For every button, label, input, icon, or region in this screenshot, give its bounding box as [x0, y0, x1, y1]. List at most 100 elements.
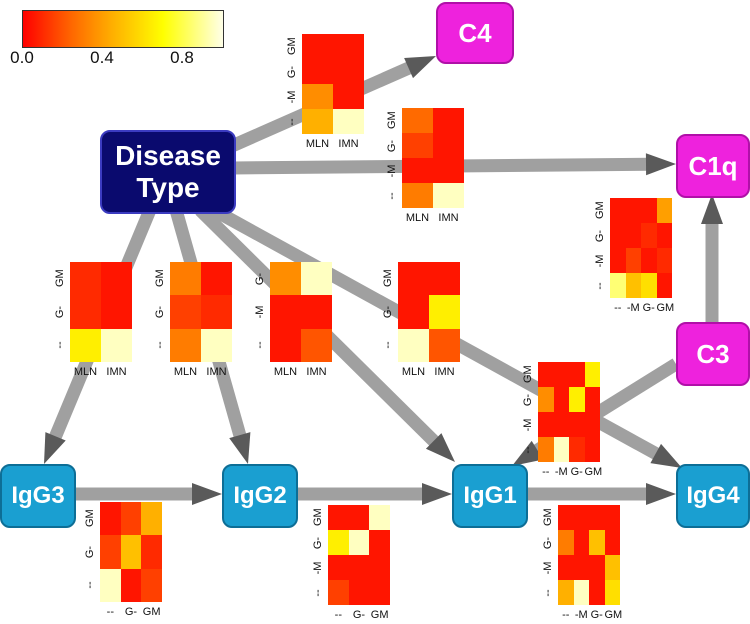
heatmap-col-label: MLN	[405, 212, 430, 224]
edge-c3-c1q-arrowhead	[701, 194, 723, 224]
heatmap-cell-r3-c0	[302, 109, 333, 134]
node-igg2-label: IgG2	[233, 482, 287, 509]
heatmap-cell-r1-c2	[641, 223, 657, 248]
heatmap-cell-r0-c1	[101, 262, 132, 296]
heatmap-row-label: --	[386, 191, 398, 200]
heatmap-row-label: -M	[542, 561, 554, 574]
heatmap-row-label: GM	[386, 110, 398, 129]
heatmap-cell-r3-c0	[558, 580, 574, 605]
heatmap-row-label: --	[594, 281, 606, 290]
heatmap-row-label: --	[286, 117, 298, 126]
heatmap-cell-r2-c0	[538, 412, 554, 437]
heatmap-row-label: --	[254, 341, 266, 349]
heatmap-row-label: G-	[254, 272, 266, 285]
heatmap-cell-r1-c0	[398, 295, 429, 329]
heatmap-cell-r0-c0	[558, 505, 574, 530]
node-igg1[interactable]: IgG1	[452, 464, 528, 528]
heatmap-row-label: GM	[54, 268, 66, 287]
node-c3-label: C3	[696, 338, 730, 369]
heatmap-cell-r0-c0	[398, 262, 429, 296]
heatmap-row-label: G-	[382, 305, 394, 319]
node-igg4[interactable]: IgG4	[676, 464, 750, 528]
heatmap-cell-r1-c1	[433, 133, 464, 158]
heatmap-grid	[538, 362, 600, 462]
heatmap-cell-r2-c3	[584, 412, 600, 437]
heatmap-cell-r2-c2	[641, 248, 657, 273]
heatmap-cell-r3-c0	[538, 437, 554, 462]
heatmap-col-label: --	[562, 609, 570, 621]
node-disease-type[interactable]: Disease Type	[100, 130, 236, 214]
node-c1q[interactable]: C1q	[676, 134, 750, 198]
heatmap-row-label: G-	[386, 139, 398, 152]
heatmap-cell-r1-c1	[101, 295, 132, 329]
heatmap-row-label: G-	[286, 65, 298, 78]
heatmap-cell-r2-c2	[589, 555, 605, 580]
heatmap-cell-r0-c1	[573, 505, 589, 530]
heatmap-cell-r0-c0	[538, 362, 554, 387]
heatmap-cell-r0-c1	[120, 502, 142, 536]
heatmap-col-label: MLN	[273, 366, 298, 378]
heatmap-cell-r2-c0	[100, 568, 121, 602]
heatmap-cell-r3-c1	[625, 273, 641, 298]
heatmap-cell-r1-c0	[70, 295, 101, 329]
heatmap-grid	[402, 108, 464, 208]
heatmap-cell-r3-c0	[328, 580, 349, 605]
heatmap-row-label: G-	[312, 536, 324, 549]
node-igg2[interactable]: IgG2	[222, 464, 298, 528]
edge-disease-c1q-arrowhead	[645, 153, 676, 176]
heatmap-cell-r2-c0	[610, 248, 626, 273]
heatmap-cell-r1-c1	[120, 535, 142, 569]
heatmap-cell-r1-c1	[201, 295, 232, 329]
heatmap-cell-r0-c1	[625, 198, 641, 223]
heatmap-row-label: -M	[312, 561, 324, 574]
heatmap-cell-r2-c2	[141, 568, 162, 602]
heatmap-cell-r2-c2	[569, 412, 585, 437]
legend-colorbar	[22, 10, 224, 48]
heatmap-cell-r1-c0	[270, 295, 301, 329]
heatmap-cell-r1-c3	[584, 387, 600, 412]
heatmap-cell-r1-c0	[302, 59, 333, 84]
heatmap-row-label: GM	[594, 200, 606, 219]
heatmap-cell-r3-c1	[333, 109, 364, 134]
heatmap-cell-r0-c1	[553, 362, 569, 387]
heatmap-grid	[328, 505, 390, 605]
heatmap-grid	[170, 262, 232, 362]
edge-igg2-igg1-arrowhead	[422, 483, 452, 505]
heatmap-cell-r0-c2	[141, 502, 162, 536]
heatmap-cell-r2-c1	[553, 412, 569, 437]
heatmap-cell-r0-c0	[610, 198, 626, 223]
heatmap-cell-r0-c2	[641, 198, 657, 223]
heatmap-cell-r2-c1	[573, 555, 589, 580]
node-igg3[interactable]: IgG3	[0, 464, 76, 528]
heatmap-col-label: IMN	[206, 366, 227, 378]
heatmap-cell-r1-c0	[538, 387, 554, 412]
edge-disease-igg4-arrowhead	[650, 443, 682, 468]
heatmap-cell-r0-c0	[302, 34, 333, 59]
heatmap-cell-r0-c1	[348, 505, 370, 530]
heatmap-col-label: --	[334, 609, 342, 621]
heatmap-cell-r0-c2	[369, 505, 390, 530]
heatmap-grid	[70, 262, 132, 362]
heatmap-cell-r1-c0	[610, 223, 626, 248]
node-igg4-label: IgG4	[686, 482, 740, 509]
heatmap-row-label: G-	[54, 305, 66, 319]
heatmap-col-label: IMN	[338, 138, 359, 150]
heatmap-cell-r1-c1	[429, 295, 460, 329]
heatmap-row-label: G-	[154, 305, 166, 319]
heatmap-cell-r0-c3	[584, 362, 600, 387]
heatmap-row-label: --	[84, 581, 96, 589]
heatmap-row-label: GM	[154, 268, 166, 287]
heatmap-row-label: --	[542, 588, 554, 597]
node-c3[interactable]: C3	[676, 322, 750, 386]
node-c4[interactable]: C4	[436, 2, 514, 64]
heatmap-col-label: GM	[656, 302, 675, 314]
node-c1q-label: C1q	[688, 150, 738, 181]
heatmap-row-label: G-	[522, 393, 534, 406]
heatmap-cell-r2-c2	[369, 555, 390, 580]
heatmap-row-label: --	[522, 445, 534, 454]
heatmap-col-label: GM	[604, 609, 623, 621]
heatmap-cell-r3-c2	[569, 437, 585, 462]
heatmap-col-label: G-	[570, 466, 583, 478]
